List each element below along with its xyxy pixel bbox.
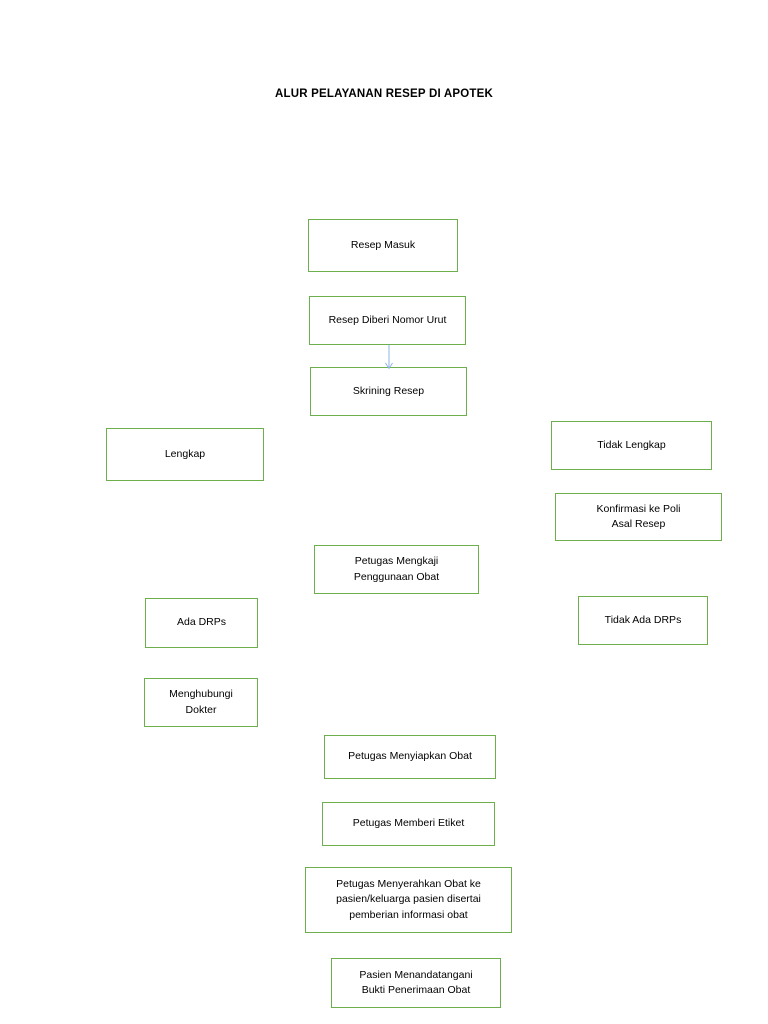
flow-node-ada-drps: Ada DRPs <box>145 598 258 648</box>
flow-node-tidak-lengkap: Tidak Lengkap <box>551 421 712 470</box>
flow-node-petugas-memberi-etiket: Petugas Memberi Etiket <box>322 802 495 846</box>
flow-node-resep-diberi-nomor-urut: Resep Diberi Nomor Urut <box>309 296 466 345</box>
flow-node-petugas-menyerahkan-obat: Petugas Menyerahkan Obat ke pasien/kelua… <box>305 867 512 933</box>
flow-node-konfirmasi-ke-poli-asal-resep: Konfirmasi ke Poli Asal Resep <box>555 493 722 541</box>
flow-node-resep-masuk: Resep Masuk <box>308 219 458 272</box>
flow-node-petugas-mengkaji-penggunaan-obat: Petugas Mengkaji Penggunaan Obat <box>314 545 479 594</box>
flow-node-petugas-menyiapkan-obat: Petugas Menyiapkan Obat <box>324 735 496 779</box>
page-title: ALUR PELAYANAN RESEP DI APOTEK <box>275 88 493 100</box>
flow-node-menghubungi-dokter: Menghubungi Dokter <box>144 678 258 727</box>
flow-edge-edge-nomor-urut-to-skrining <box>383 345 395 370</box>
flow-node-lengkap: Lengkap <box>106 428 264 481</box>
flow-node-skrining-resep: Skrining Resep <box>310 367 467 416</box>
flow-node-pasien-menandatangani-bukti: Pasien Menandatangani Bukti Penerimaan O… <box>331 958 501 1008</box>
flow-node-tidak-ada-drps: Tidak Ada DRPs <box>578 596 708 645</box>
